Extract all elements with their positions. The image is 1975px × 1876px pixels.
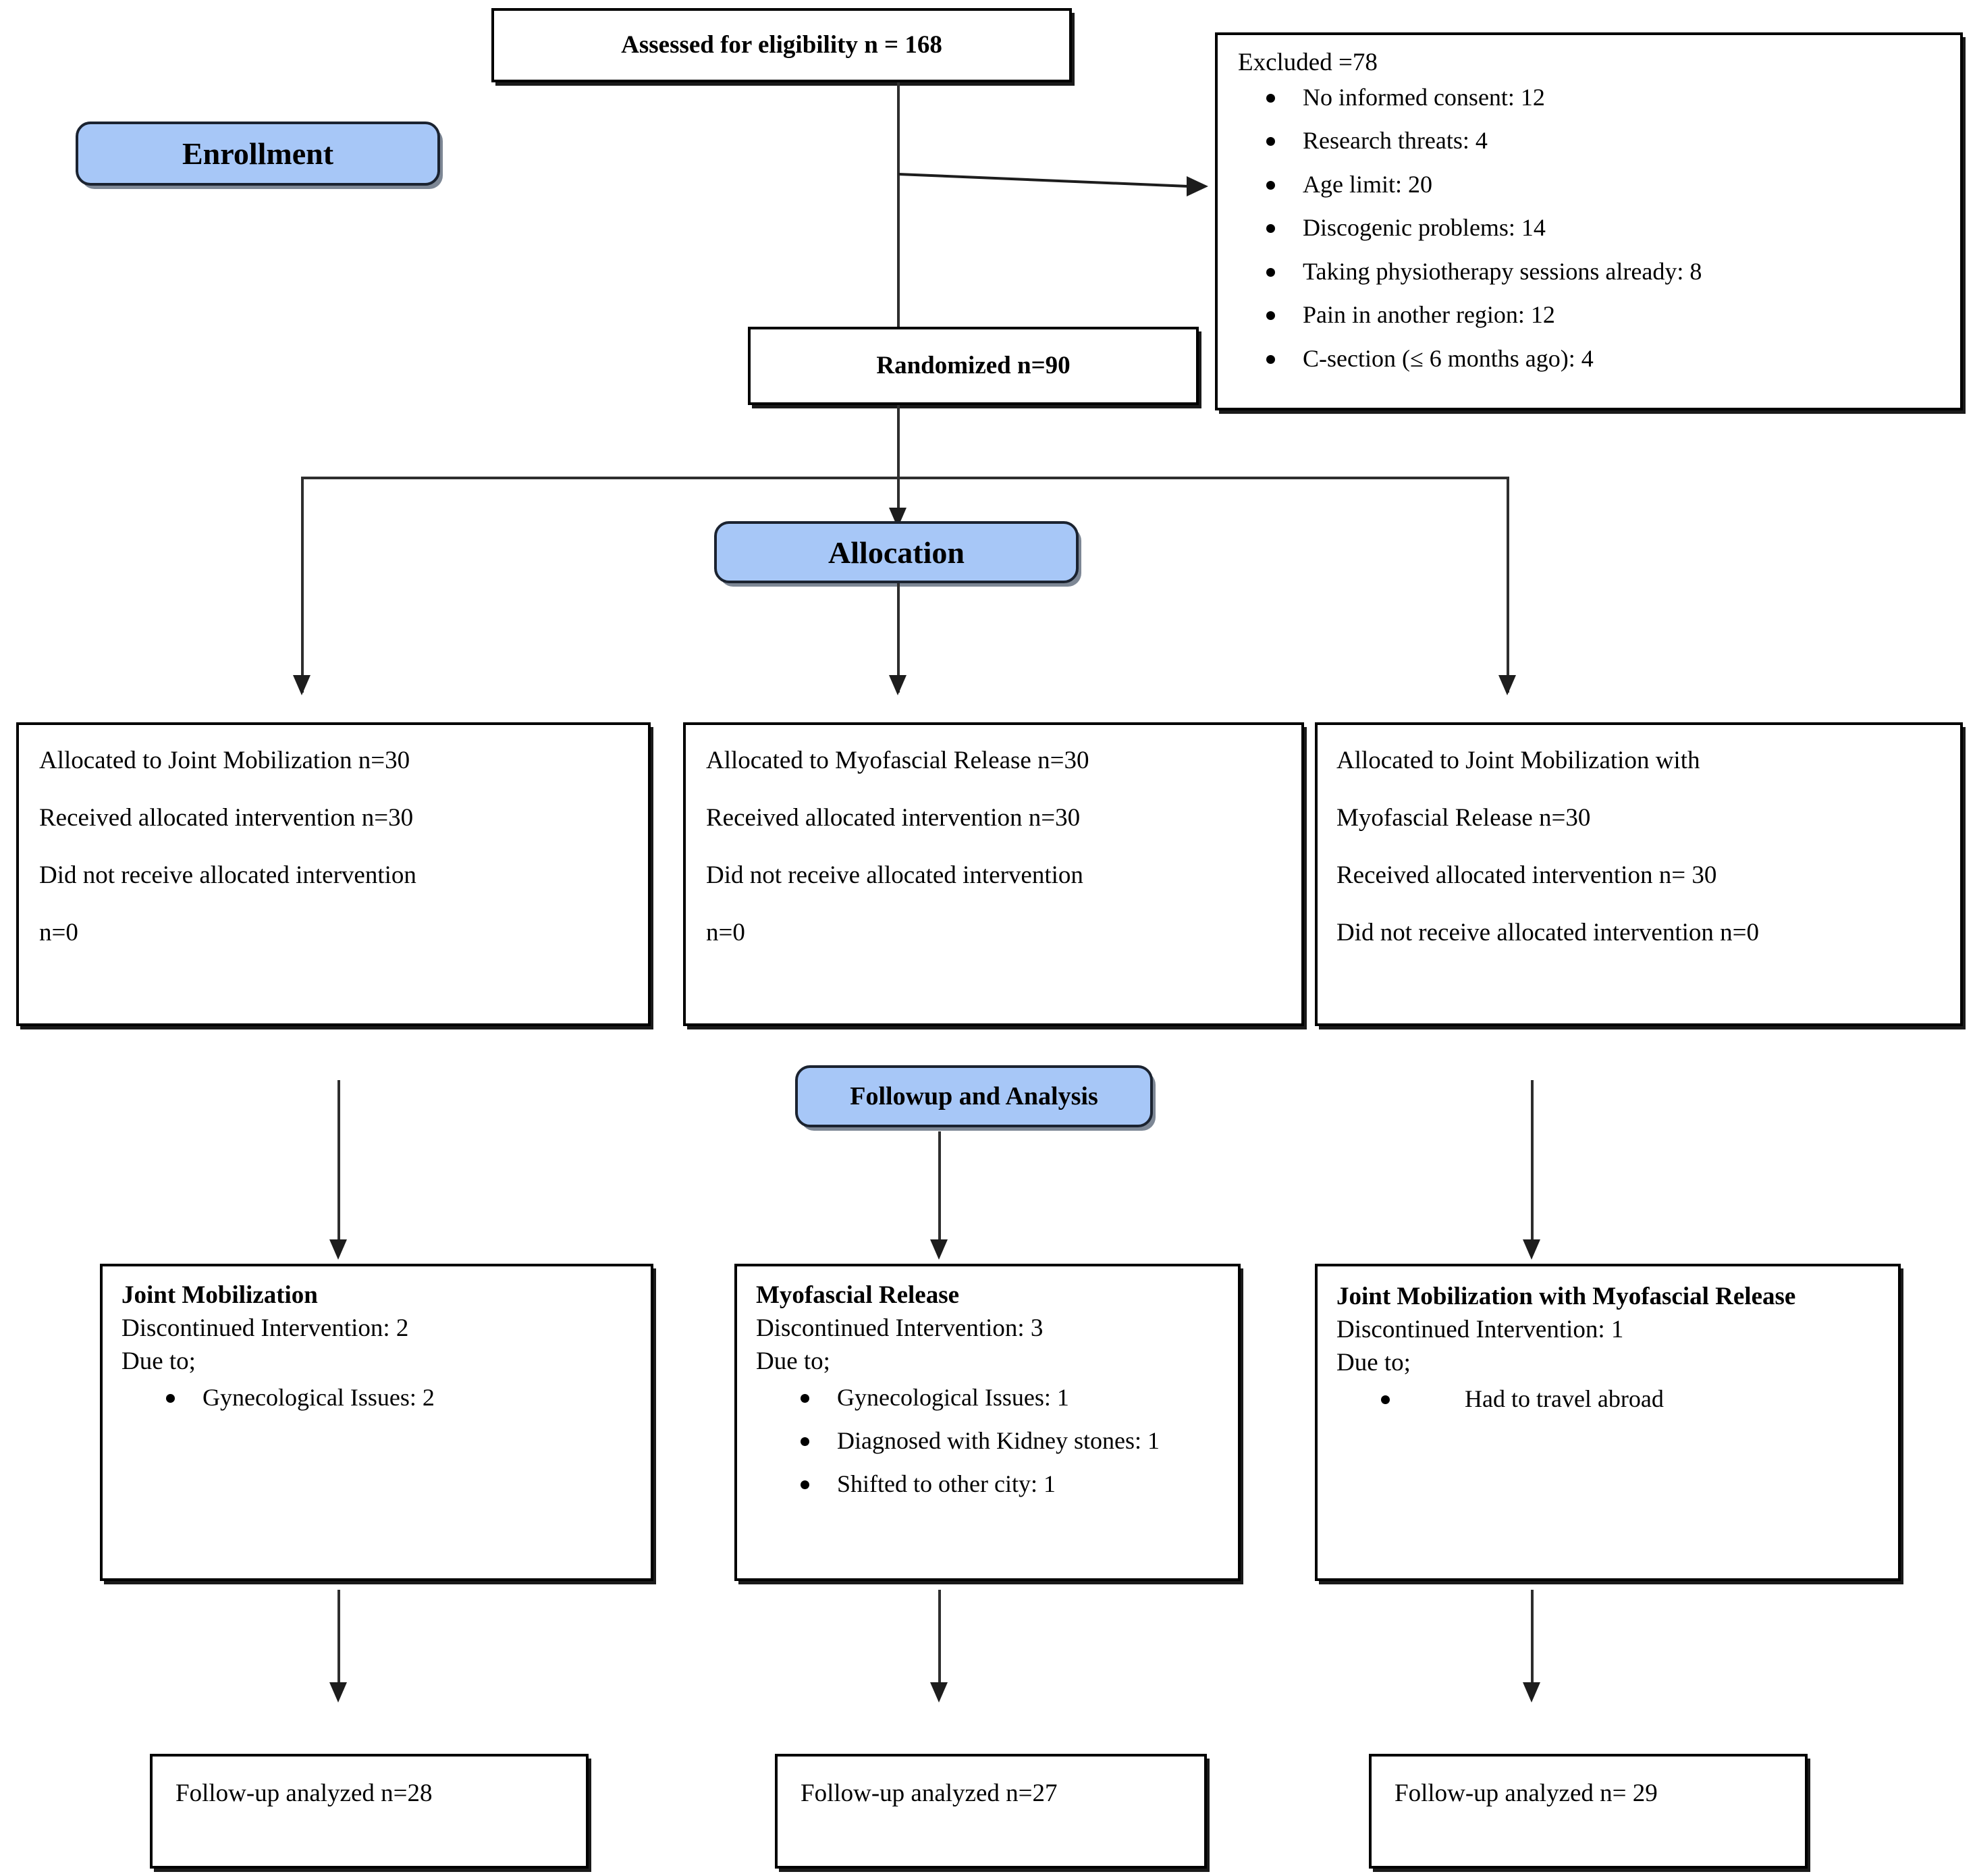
connector-assessed-to-randomized <box>897 82 900 339</box>
allocation-line: Did not receive allocated intervention n… <box>1336 918 1760 946</box>
list-item: Research threats: 4 <box>1238 126 1940 155</box>
list-item: Gynecological Issues: 1 <box>756 1383 1219 1412</box>
connector-bus-right-drop <box>1507 477 1509 693</box>
stage-pill-allocation: Allocation <box>714 521 1079 583</box>
allocation-line: Did not receive allocated intervention <box>706 861 1083 889</box>
connector-assessed-to-excluded <box>898 173 1189 188</box>
analyzed-text: Follow-up analyzed n=27 <box>801 1779 1058 1807</box>
analyzed-text: Follow-up analyzed n=28 <box>175 1779 433 1807</box>
stage-label-allocation: Allocation <box>828 535 965 570</box>
allocation-line: n=0 <box>706 918 745 946</box>
discontinued-box-group3: Joint Mobilization with Myofascial Relea… <box>1315 1264 1901 1581</box>
randomized-box: Randomized n=90 <box>748 327 1199 405</box>
stage-pill-followup: Followup and Analysis <box>795 1065 1153 1127</box>
discontinued-due-to-label: Due to; <box>121 1347 196 1375</box>
allocation-line: Allocated to Joint Mobilization n=30 <box>39 747 410 774</box>
stage-pill-enrollment: Enrollment <box>76 122 440 186</box>
connector-allocation-center-drop <box>897 583 900 693</box>
assessed-for-eligibility-text: Assessed for eligibility n = 168 <box>621 30 942 59</box>
connector-disc2-to-analyzed <box>938 1590 941 1698</box>
allocation-line: Did not receive allocated intervention <box>39 861 416 889</box>
list-item: Age limit: 20 <box>1238 170 1940 198</box>
arrow-down-icon-group3 <box>1498 675 1516 695</box>
discontinued-count: Discontinued Intervention: 1 <box>1336 1316 1624 1344</box>
excluded-box: Excluded =78 No informed consent: 12 Res… <box>1215 32 1963 410</box>
analyzed-box-group1: Follow-up analyzed n=28 <box>150 1754 589 1869</box>
connector-group2-to-discontinued <box>938 1131 941 1253</box>
list-item: Taking physiotherapy sessions already: 8 <box>1238 257 1940 286</box>
discontinued-due-to-label: Due to; <box>1336 1349 1411 1377</box>
connector-allocation-bus <box>301 477 1509 479</box>
allocation-line: Allocated to Joint Mobilization with <box>1336 747 1700 774</box>
discontinued-count: Discontinued Intervention: 3 <box>756 1314 1044 1342</box>
connector-disc3-to-analyzed <box>1531 1590 1534 1698</box>
discontinued-reason-list: Gynecological Issues: 1 Diagnosed with K… <box>756 1383 1219 1499</box>
arrow-right-icon-excluded <box>1187 176 1208 196</box>
arrow-down-icon-disc3 <box>1523 1239 1540 1260</box>
arrow-down-icon-analyzed2 <box>930 1682 948 1703</box>
list-item: No informed consent: 12 <box>1238 83 1940 111</box>
arrow-down-icon-disc1 <box>329 1239 347 1260</box>
discontinued-count: Discontinued Intervention: 2 <box>121 1314 409 1342</box>
stage-label-followup: Followup and Analysis <box>850 1082 1098 1110</box>
analyzed-text: Follow-up analyzed n= 29 <box>1395 1779 1658 1807</box>
analyzed-box-group3: Follow-up analyzed n= 29 <box>1369 1754 1808 1869</box>
assessed-for-eligibility-box: Assessed for eligibility n = 168 <box>491 8 1072 82</box>
connector-group3-to-discontinued <box>1531 1080 1534 1252</box>
stage-label-enrollment: Enrollment <box>182 136 334 171</box>
connector-bus-left-drop <box>301 477 304 693</box>
list-item: Pain in another region: 12 <box>1238 300 1940 329</box>
allocation-box-group1: Allocated to Joint Mobilization n=30 Rec… <box>16 722 651 1026</box>
randomized-text: Randomized n=90 <box>876 351 1071 379</box>
arrow-down-icon-analyzed1 <box>329 1682 347 1703</box>
connector-randomized-down <box>897 405 900 479</box>
allocation-line: n=0 <box>39 918 78 946</box>
excluded-reason-list: No informed consent: 12 Research threats… <box>1238 83 1940 373</box>
connector-disc1-to-analyzed <box>337 1590 340 1698</box>
discontinued-reason-list: Had to travel abroad <box>1336 1385 1879 1413</box>
arrow-down-icon-analyzed3 <box>1523 1682 1540 1703</box>
discontinued-title: Joint Mobilization with Myofascial Relea… <box>1336 1283 1796 1310</box>
allocation-line: Myofascial Release n=30 <box>1336 803 1591 832</box>
allocation-line: Received allocated intervention n=30 <box>39 803 414 832</box>
list-item: C-section (≤ 6 months ago): 4 <box>1238 344 1940 373</box>
list-item: Shifted to other city: 1 <box>756 1470 1219 1498</box>
allocation-line: Received allocated intervention n=30 <box>706 803 1081 832</box>
list-item: Diagnosed with Kidney stones: 1 <box>756 1426 1219 1455</box>
discontinued-box-group2: Myofascial Release Discontinued Interven… <box>734 1264 1241 1581</box>
discontinued-due-to-label: Due to; <box>756 1347 830 1375</box>
connector-group1-to-discontinued <box>337 1080 340 1252</box>
list-item: Discogenic problems: 14 <box>1238 213 1940 242</box>
list-item: Had to travel abroad <box>1336 1385 1879 1413</box>
allocation-line: Received allocated intervention n= 30 <box>1336 861 1717 889</box>
discontinued-reason-list: Gynecological Issues: 2 <box>121 1383 632 1412</box>
list-item: Gynecological Issues: 2 <box>121 1383 632 1412</box>
allocation-line: Allocated to Myofascial Release n=30 <box>706 747 1089 774</box>
analyzed-box-group2: Follow-up analyzed n=27 <box>775 1754 1207 1869</box>
allocation-box-group3: Allocated to Joint Mobilization with Myo… <box>1315 722 1963 1026</box>
excluded-heading: Excluded =78 <box>1238 49 1378 76</box>
discontinued-title: Joint Mobilization <box>121 1281 318 1309</box>
allocation-box-group2: Allocated to Myofascial Release n=30 Rec… <box>683 722 1304 1026</box>
arrow-down-icon-group1 <box>293 675 310 695</box>
arrow-down-icon-disc2 <box>930 1239 948 1260</box>
discontinued-box-group1: Joint Mobilization Discontinued Interven… <box>100 1264 653 1581</box>
arrow-down-icon-group2 <box>889 675 907 695</box>
connector-bus-to-allocation-pill <box>897 477 900 518</box>
discontinued-title: Myofascial Release <box>756 1281 960 1309</box>
